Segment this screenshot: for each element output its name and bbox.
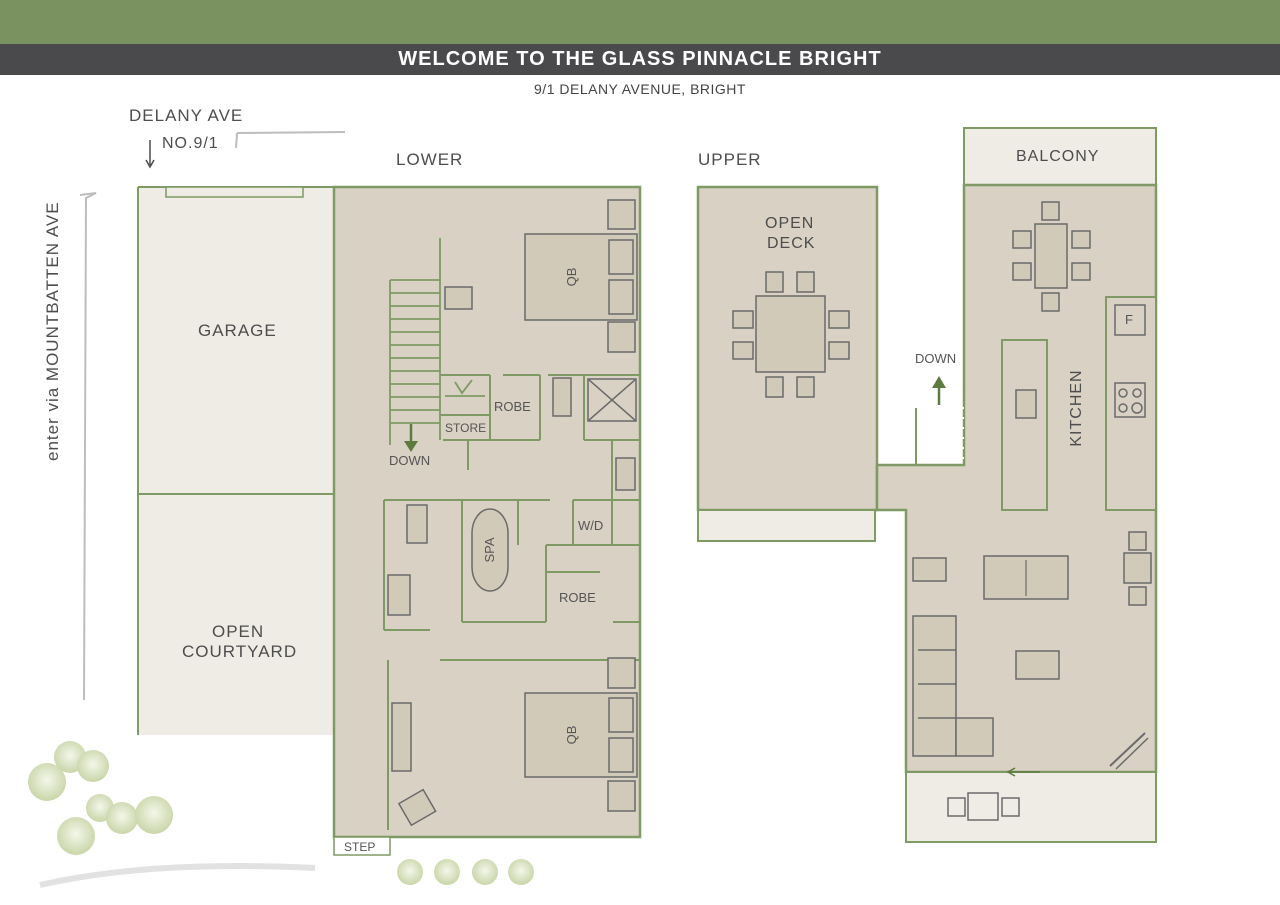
street-edge [79, 131, 346, 701]
level-lower-label: LOWER [396, 150, 464, 169]
street-number: NO.9/1 [162, 135, 219, 152]
room-garage-label: GARAGE [198, 321, 277, 340]
address-subtitle: 9/1 DELANY AVENUE, BRIGHT [534, 81, 746, 97]
kitchen-label: KITCHEN [1068, 369, 1085, 447]
garage-courtyard-area [138, 187, 334, 735]
bed-1-label: QB [564, 267, 579, 287]
balcony-label: BALCONY [1016, 148, 1100, 165]
page-title: WELCOME TO THE GLASS PINNACLE BRIGHT [398, 48, 882, 70]
upper-level [696, 127, 1158, 843]
robe-1-label: ROBE [494, 399, 531, 414]
sofa [912, 615, 994, 757]
bed-1 [524, 199, 638, 353]
upper-down-label: DOWN [915, 351, 957, 366]
street-name: DELANY AVE [129, 106, 244, 125]
store-label: STORE [445, 421, 487, 435]
balcony [963, 127, 1157, 186]
room-courtyard-label-1: OPEN [212, 622, 265, 641]
lower-stairs [389, 238, 441, 445]
side-entry-label: enter via MOUNTBATTEN AVE [43, 201, 62, 461]
bed-2-label: QB [564, 725, 579, 745]
title-bar: WELCOME TO THE GLASS PINNACLE BRIGHT [0, 44, 1280, 75]
lower-level [137, 185, 642, 856]
lower-balcony [905, 771, 1157, 843]
trees-icon [28, 741, 534, 888]
room-courtyard-label-2: COURTYARD [182, 642, 298, 661]
bed-2 [524, 657, 638, 812]
deck-label-1: OPEN [765, 215, 815, 232]
wd-label: W/D [578, 518, 604, 533]
fridge-label: F [1125, 312, 1133, 327]
level-upper-label: UPPER [698, 150, 762, 169]
step-label: STEP [344, 840, 376, 854]
lower-down-label: DOWN [389, 453, 431, 468]
spa-bath [471, 508, 509, 592]
header-band [0, 0, 1280, 44]
step [333, 836, 391, 856]
robe-2-label: ROBE [559, 590, 596, 605]
deck-label-2: DECK [767, 235, 816, 252]
spa-label: SPA [482, 537, 497, 563]
